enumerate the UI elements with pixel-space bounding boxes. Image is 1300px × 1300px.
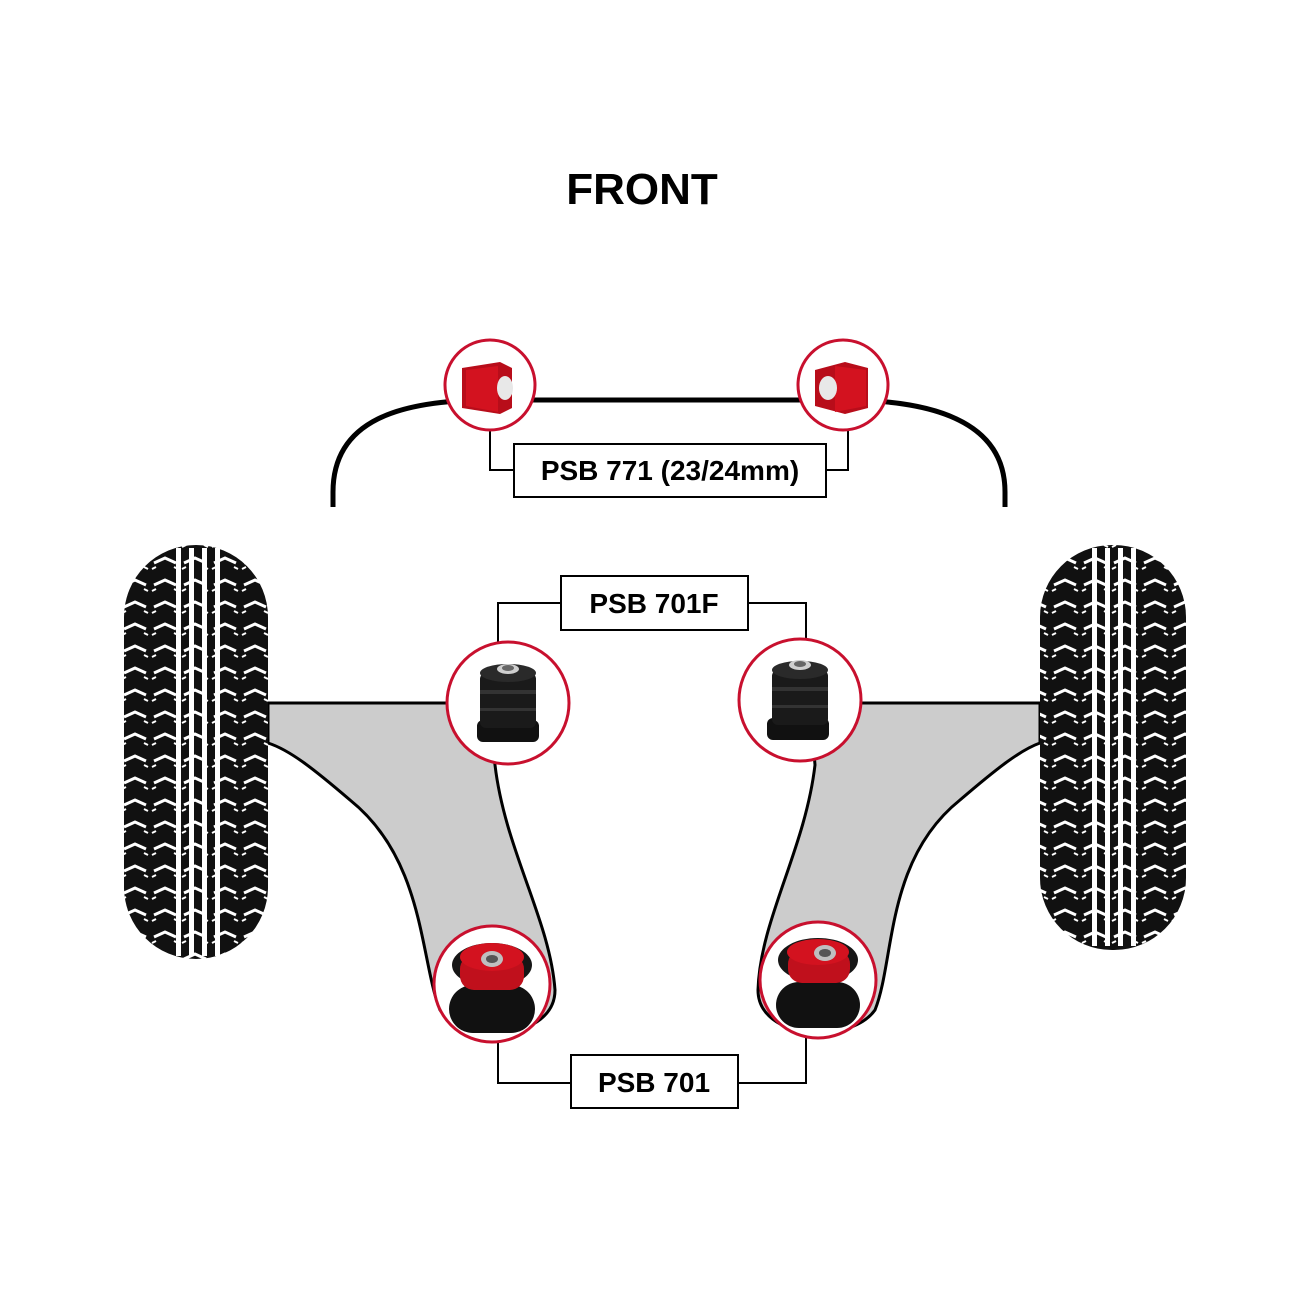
right-wheel-icon: [1040, 545, 1186, 950]
left-wheel-icon: [124, 545, 268, 959]
leader-line-front-arm: [497, 602, 807, 645]
leader-line-rear-arm: [497, 1038, 807, 1084]
label-rear-arm-bush: PSB 701: [598, 1067, 710, 1098]
left-rear-arm-bush-icon: [432, 924, 552, 1044]
leader-line-roll-bar: [489, 430, 849, 471]
label-box-roll-bar-bush: PSB 771 (23/24mm): [513, 443, 827, 498]
left-roll-bar-bush-icon: [443, 338, 537, 432]
right-front-arm-bush-icon: [737, 637, 863, 763]
label-front-arm-bush: PSB 701F: [589, 588, 718, 619]
page-title: FRONT: [566, 165, 718, 214]
left-front-arm-bush-icon: [445, 640, 571, 766]
label-roll-bar-bush: PSB 771 (23/24mm): [541, 455, 799, 486]
label-box-rear-arm-bush: PSB 701: [570, 1054, 739, 1109]
anti-roll-bar: [330, 397, 1008, 507]
right-roll-bar-bush-icon: [796, 338, 890, 432]
right-rear-arm-bush-icon: [758, 920, 878, 1040]
label-box-front-arm-bush: PSB 701F: [560, 575, 749, 631]
